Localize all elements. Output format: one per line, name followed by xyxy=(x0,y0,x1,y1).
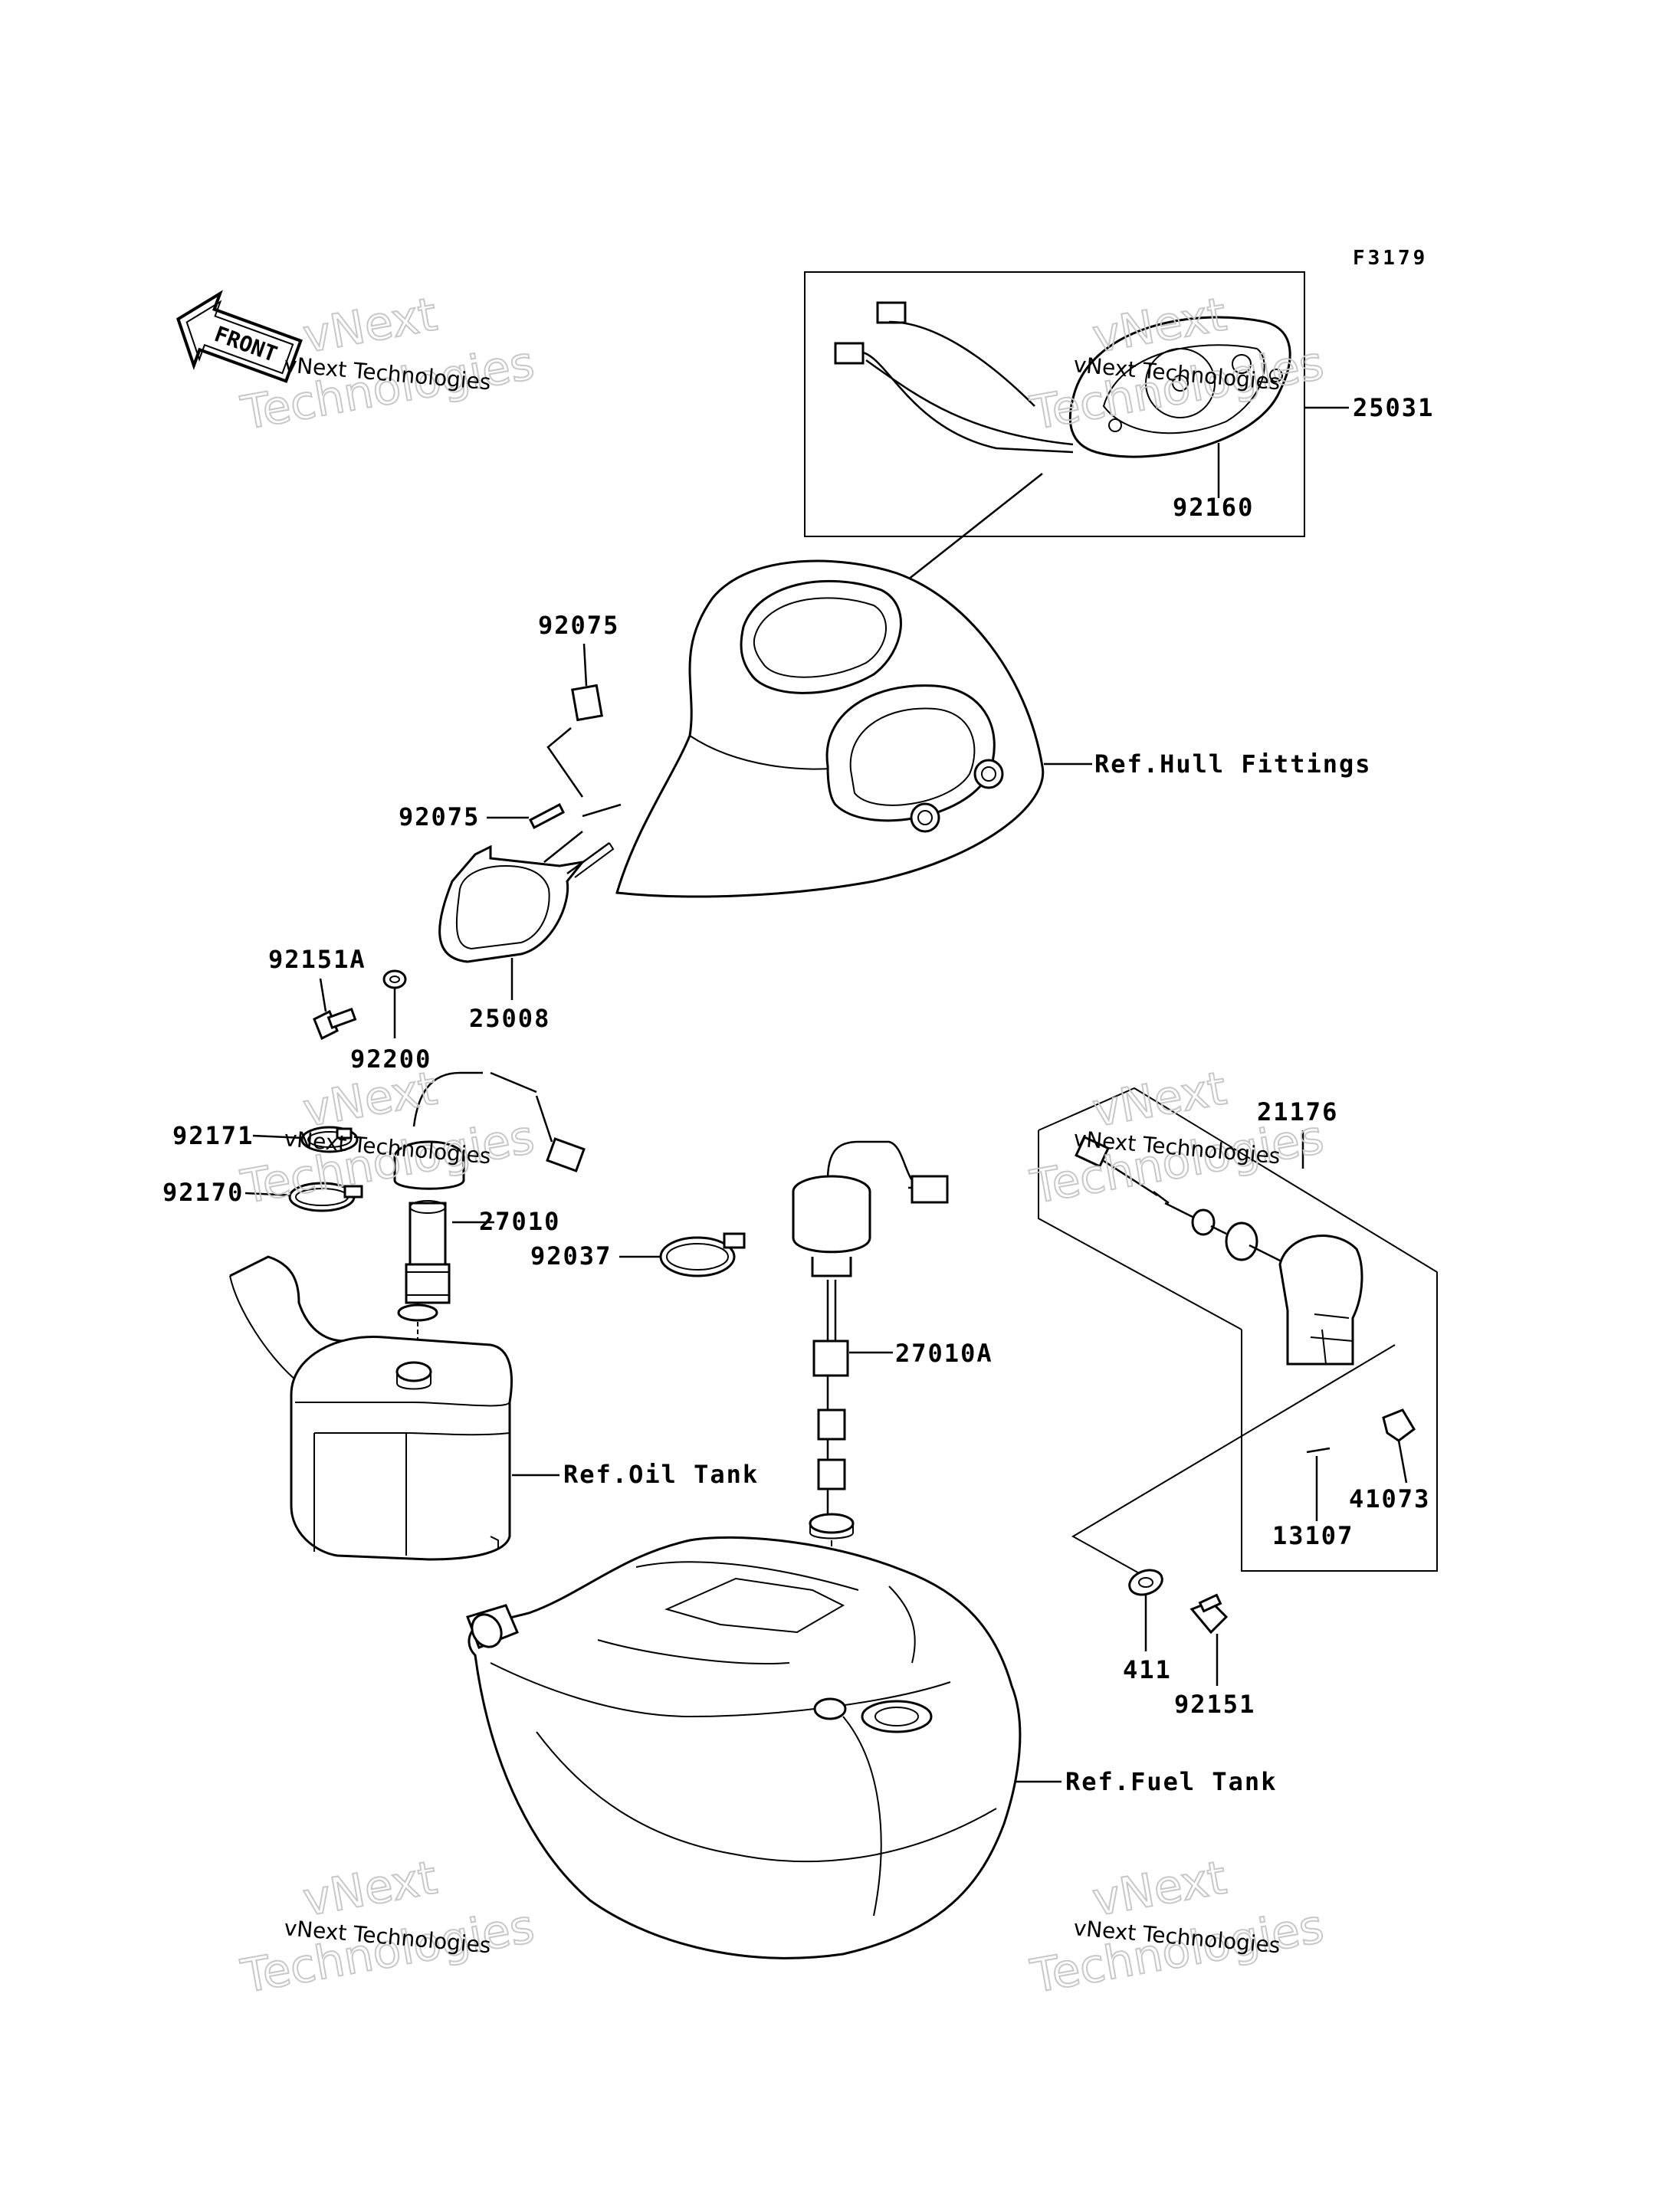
callout-411: 411 xyxy=(1123,1655,1172,1684)
svg-text:vNext: vNext xyxy=(1088,1851,1230,1926)
callout-25031: 25031 xyxy=(1353,393,1434,422)
svg-text:Technologies: Technologies xyxy=(1026,1900,1327,2004)
svg-text:vNext: vNext xyxy=(299,1061,441,1137)
watermark-mid-right: vNext Technologies vNext Technologies xyxy=(1025,1061,1328,1215)
callout-92151A: 92151A xyxy=(268,945,366,974)
bolt-and-washer: 92151A 92200 xyxy=(268,945,431,1074)
callout-27010A: 27010A xyxy=(895,1339,993,1368)
callout-92037: 92037 xyxy=(530,1241,612,1271)
svg-text:vNext: vNext xyxy=(299,287,441,363)
callout-92171: 92171 xyxy=(172,1121,254,1150)
callout-21176: 21176 xyxy=(1257,1097,1338,1126)
hull-fitting-cover: Ref.Hull Fittings xyxy=(615,559,1372,898)
oil-level-sender: 27010 xyxy=(393,1071,586,1372)
callout-92075-top: 92075 xyxy=(538,611,619,640)
callout-25008: 25008 xyxy=(469,1004,550,1033)
callout-41073: 41073 xyxy=(1349,1484,1430,1513)
callout-92075-mid: 92075 xyxy=(399,802,480,831)
watermark-mid-left: vNext Technologies vNext Technologies xyxy=(236,1061,539,1215)
oil-tank: Ref.Oil Tank xyxy=(229,1255,759,1561)
svg-text:vNext: vNext xyxy=(1088,1061,1230,1137)
ref-hull-fittings: Ref.Hull Fittings xyxy=(1094,749,1372,779)
svg-text:Technologies: Technologies xyxy=(1026,1110,1327,1215)
watermark-bottom-left: vNext Technologies vNext Technologies xyxy=(236,1850,539,2005)
washer-and-bolt-right: 411 92151 xyxy=(1123,1569,1255,1719)
ref-oil-tank: Ref.Oil Tank xyxy=(563,1460,759,1489)
callout-92151: 92151 xyxy=(1174,1690,1255,1719)
hose-clamp-92037: 92037 xyxy=(530,1232,746,1277)
figure-code: F3179 xyxy=(1353,247,1428,270)
watermark-bottom-right: vNext Technologies vNext Technologies xyxy=(1025,1850,1328,2005)
fuel-level-sender: 27010A xyxy=(792,1140,993,1709)
callout-92160: 92160 xyxy=(1173,493,1254,522)
speed-sensor-group: 21176 41073 13107 xyxy=(1038,1087,1438,1576)
callout-13107: 13107 xyxy=(1272,1521,1354,1550)
callout-27010: 27010 xyxy=(479,1207,560,1236)
hose-clamps-left: 92171 92170 xyxy=(162,1121,363,1212)
svg-text:vNext: vNext xyxy=(299,1851,441,1926)
svg-text:Technologies: Technologies xyxy=(237,1900,538,2004)
meter-assembly-inset: 25031 92160 xyxy=(804,271,1434,537)
front-arrow-icon: FRONT xyxy=(176,290,303,383)
svg-text:Technologies: Technologies xyxy=(237,1110,538,1215)
ref-fuel-tank: Ref.Fuel Tank xyxy=(1065,1767,1277,1796)
bracket-group: 92075 92075 25008 xyxy=(399,611,622,1033)
callout-92170: 92170 xyxy=(162,1178,244,1207)
callout-92200: 92200 xyxy=(350,1044,431,1074)
fuel-tank: Ref.Fuel Tank xyxy=(466,1536,1277,1959)
